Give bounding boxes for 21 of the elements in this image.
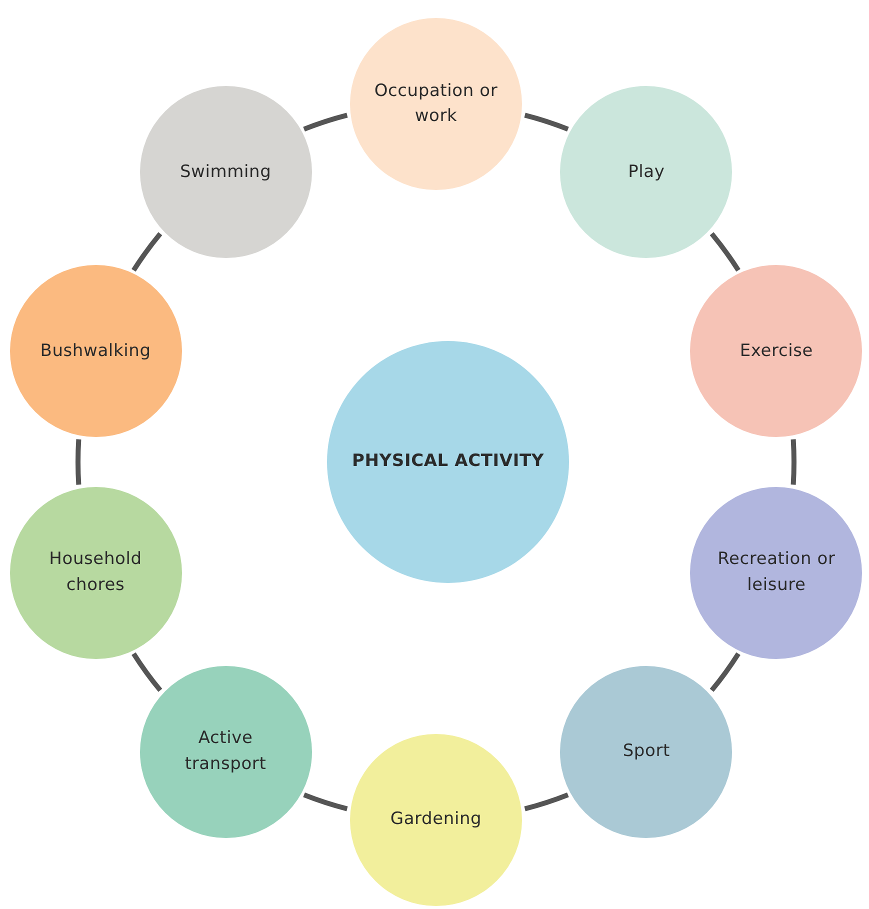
connector-arc bbox=[132, 652, 162, 692]
circle-label: Swimming bbox=[180, 160, 272, 184]
connector-arc bbox=[303, 792, 348, 812]
circle-label: Active transport bbox=[184, 727, 268, 776]
connector-arc bbox=[524, 112, 569, 132]
circle-label: Household chores bbox=[48, 548, 143, 597]
connector-arc bbox=[303, 112, 348, 132]
connector-arc bbox=[76, 439, 82, 485]
circle-label: Bushwalking bbox=[40, 340, 151, 363]
circle-label: Gardening bbox=[390, 808, 482, 832]
connector-arc bbox=[790, 439, 796, 485]
connector-arc bbox=[710, 232, 740, 272]
circle-label: Play bbox=[628, 160, 665, 184]
circle-label: Occupation or work bbox=[373, 80, 499, 128]
connector-arc bbox=[132, 232, 162, 272]
circle-label: Exercise bbox=[740, 340, 814, 363]
connector-arc bbox=[524, 792, 569, 812]
circle-label: Recreation or leisure bbox=[716, 548, 836, 597]
circle-label: PHYSICAL ACTIVITY bbox=[352, 450, 544, 474]
circle-label: Sport bbox=[622, 740, 670, 763]
connector-arc bbox=[710, 652, 740, 692]
